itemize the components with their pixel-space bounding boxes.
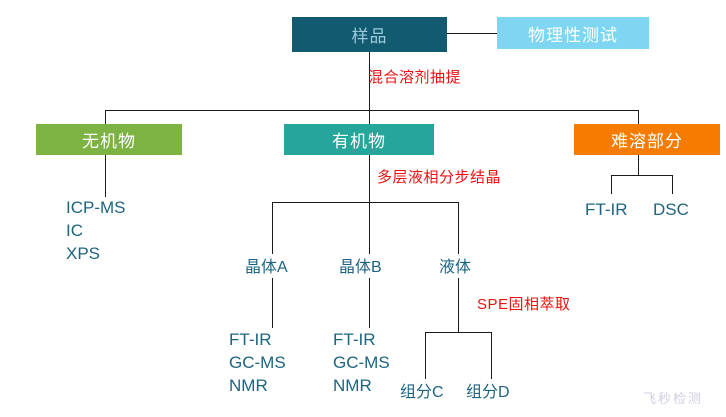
crystal-b-method-list: FT-IR GC-MS NMR [333,328,390,397]
connector-sample-to-physical [447,33,497,34]
fraction-crystal-a: 晶体A [245,259,288,276]
node-insoluble[interactable]: 难溶部分 [574,124,720,155]
process-label-spe: SPE固相萃取 [477,296,571,313]
connector-insoluble-bar [611,175,673,176]
connector-insoluble-to-ftir [611,175,612,194]
node-organic[interactable]: 有机物 [284,124,434,155]
component-d-label: 组分D [466,384,510,401]
connector-spe-bar [425,332,491,333]
connector-crystal-a-stem [272,278,273,328]
crystal-a-method-list: FT-IR GC-MS NMR [229,328,286,397]
connector-insoluble-stem [638,155,639,175]
insoluble-method-ftir: FT-IR [585,200,628,219]
crystal-b-method-2: GC-MS [333,353,390,372]
connector-to-crystal-a [272,202,273,254]
inorganic-method-3: XPS [66,244,101,263]
crystal-a-method-2: GC-MS [229,353,286,372]
connector-liquid-stem [458,278,459,332]
crystal-a-method-3: NMR [229,376,268,395]
connector-to-crystal-b [369,202,370,254]
process-label-crystallization: 多层液相分步结晶 [377,169,502,186]
component-c-label: 组分C [400,384,444,401]
connector-organic-bar [272,202,459,203]
node-physical-test-label: 物理性测试 [528,25,618,45]
connector-to-organic [369,110,370,124]
connector-insoluble-to-dsc [672,175,673,194]
connector-to-component-d [491,332,492,379]
crystal-b-method-3: NMR [333,376,372,395]
watermark-label: 飞秒检测 [643,391,704,406]
node-organic-label: 有机物 [332,132,386,151]
connector-to-insoluble [638,110,639,124]
connector-level2-bar [105,110,639,111]
node-inorganic[interactable]: 无机物 [36,124,182,155]
connector-organic-stem [369,155,370,202]
connector-sample-stem [369,52,370,110]
process-label-extraction: 混合溶剂抽提 [368,69,462,86]
node-sample[interactable]: 样品 [292,17,447,52]
crystal-a-method-1: FT-IR [229,330,272,349]
fraction-crystal-b: 晶体B [339,259,382,276]
connector-to-component-c [425,332,426,379]
node-physical-test[interactable]: 物理性测试 [497,17,649,49]
connector-crystal-b-stem [369,278,370,328]
connector-inorganic-stem [105,155,106,197]
inorganic-method-list: ICP-MS IC XPS [66,196,126,265]
node-insoluble-label: 难溶部分 [611,132,683,151]
inorganic-method-2: IC [66,221,83,240]
fraction-liquid: 液体 [439,259,472,276]
inorganic-method-1: ICP-MS [66,198,126,217]
connector-to-liquid [458,202,459,254]
node-sample-label: 样品 [351,27,388,46]
insoluble-method-dsc: DSC [653,200,689,219]
connector-to-inorganic [105,110,106,124]
crystal-b-method-1: FT-IR [333,330,376,349]
node-inorganic-label: 无机物 [82,132,136,151]
